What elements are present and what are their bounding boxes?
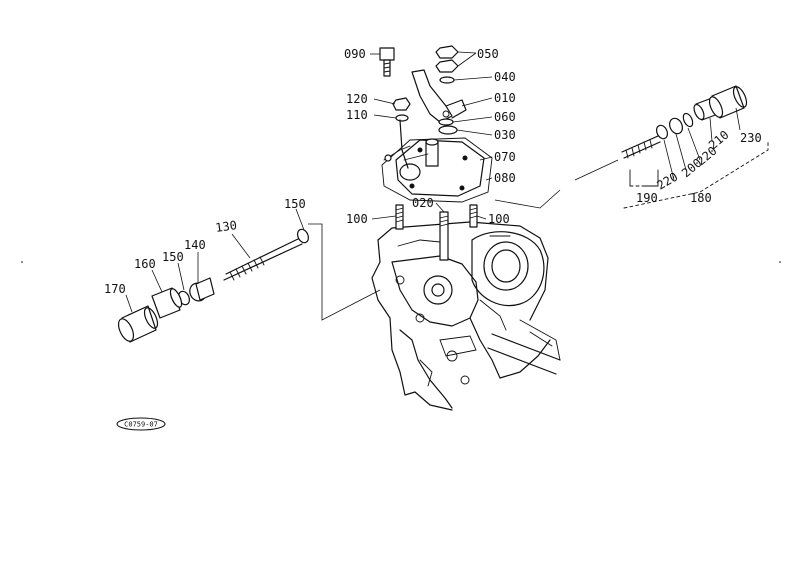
bracket-180 (623, 139, 769, 209)
callout-020: 020 (412, 196, 434, 210)
callout-070: 070 (494, 150, 516, 164)
lever-010 (411, 69, 467, 123)
washer-030 (438, 125, 458, 135)
washer-040 (439, 76, 455, 84)
bolt-090 (379, 47, 395, 77)
washer-220-left (655, 124, 669, 140)
washer-150-upper (296, 228, 310, 244)
assembly-leader-left (308, 223, 381, 321)
stray-mark (779, 261, 781, 263)
washer-060 (438, 118, 454, 126)
callout-160: 160 (134, 257, 156, 271)
callout-090: 090 (344, 47, 366, 61)
stud-100-left (395, 204, 404, 230)
callout-080: 080 (494, 171, 516, 185)
pump-housing (371, 221, 561, 411)
callout-040: 040 (494, 70, 516, 84)
callout-100-left: 100 (346, 212, 368, 226)
cap-170 (117, 305, 159, 343)
callout-120: 120 (346, 92, 368, 106)
washer-110 (395, 114, 409, 122)
diagram-code: C0759-07 (124, 421, 158, 429)
callout-030: 030 (494, 128, 516, 142)
callout-060: 060 (494, 110, 516, 124)
washer-220-right (682, 112, 694, 128)
cover-070 (395, 138, 485, 197)
cap-nut-160 (151, 287, 183, 319)
leaders (125, 51, 741, 313)
callout-170: 170 (104, 282, 126, 296)
link-assembly (383, 119, 411, 169)
callout-110: 110 (346, 108, 368, 122)
callout-180: 180 (690, 191, 712, 205)
adjust-screw-190 (621, 135, 661, 159)
shaft-020 (439, 211, 449, 261)
nut-120 (392, 97, 411, 111)
nut-200 (668, 117, 684, 135)
callout-050: 050 (477, 47, 499, 61)
stud-100-right (469, 204, 478, 228)
callout-130: 130 (214, 218, 237, 235)
callout-230: 230 (740, 131, 762, 145)
diagram-code-badge: C0759-07 (116, 417, 166, 431)
callout-140: 140 (184, 238, 206, 252)
callout-190: 190 (636, 191, 658, 205)
callout-100-right: 100 (488, 212, 510, 226)
callout-010: 010 (494, 91, 516, 105)
stray-mark (21, 261, 23, 263)
callout-150-upper: 150 (284, 197, 306, 211)
callout-150-lower: 150 (162, 250, 184, 264)
adjust-screw-130 (223, 237, 303, 281)
nut-050 (435, 45, 459, 73)
assembly-leader-right (494, 159, 619, 209)
